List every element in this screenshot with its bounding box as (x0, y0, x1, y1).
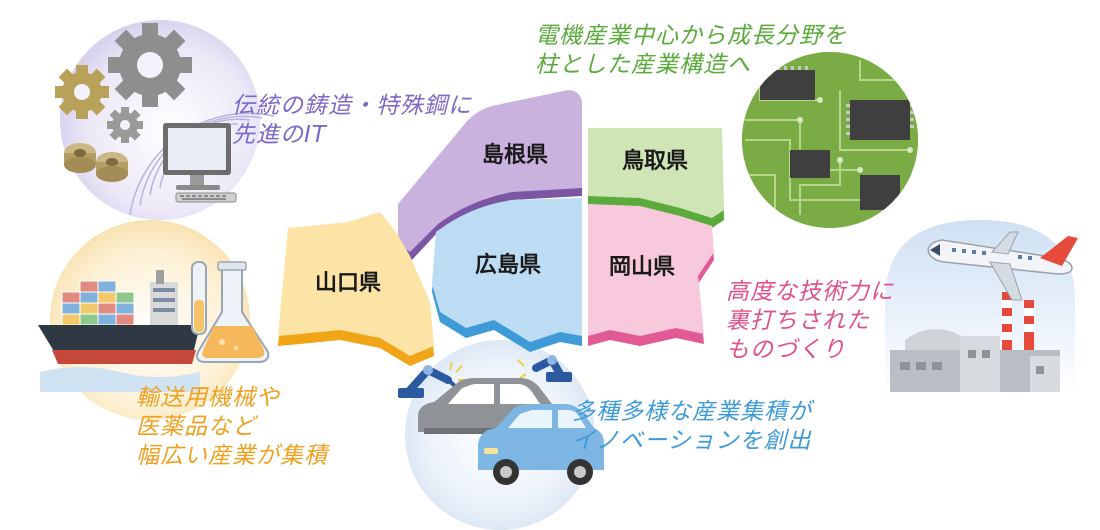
prefecture-okayama[interactable]: 岡山県 (588, 204, 714, 346)
prefecture-map: 島根県 鳥取県 山口県 広島県 岡山県 (278, 90, 724, 366)
caption-line: 輸送用機械や (136, 385, 280, 411)
manufacturing-illustration (885, 220, 1078, 395)
prefecture-tottori[interactable]: 鳥取県 (588, 128, 724, 228)
gear-icon (55, 65, 109, 119)
automotive-illustration (398, 340, 604, 530)
caption-line: 多種多様な産業集積が (572, 399, 812, 425)
prefecture-label-yamaguchi: 山口県 (315, 271, 381, 296)
circuit-board-icon (742, 52, 918, 228)
caption-line: 柱とした産業構造へ (535, 52, 751, 78)
robot-arm-icon (517, 355, 572, 382)
caption-electronics: 電機産業中心から成長分野を 柱とした産業構造へ (535, 22, 847, 80)
metal-parts (64, 143, 128, 182)
caption-auto: 多種多様な産業集積が イノベーションを創出 (572, 398, 812, 456)
caption-line: 高度な技術力に (726, 279, 894, 305)
prefecture-shimane[interactable]: 島根県 (398, 90, 582, 262)
caption-line: 伝統の鋳造・特殊鋼に (232, 93, 472, 119)
airplane-icon (927, 231, 1078, 301)
prefecture-label-tottori: 鳥取県 (622, 148, 688, 174)
caption-transport: 輸送用機械や 医薬品など 幅広い産業が集積 (136, 384, 328, 471)
caption-manufacturing: 高度な技術力に 裏打ちされた ものづくり (726, 278, 894, 365)
caption-line: 先進のIT (232, 122, 327, 148)
prefecture-label-hiroshima: 広島県 (475, 252, 541, 278)
caption-steel-it: 伝統の鋳造・特殊鋼に 先進のIT (232, 92, 472, 150)
robot-arm-icon (398, 361, 466, 398)
water (40, 367, 200, 392)
caption-line: 電機産業中心から成長分野を (535, 23, 847, 49)
caption-line: ものづくり (726, 337, 846, 363)
caption-line: 医薬品など (136, 414, 256, 440)
prefecture-label-okayama: 岡山県 (609, 255, 675, 280)
steel-it-illustration (55, 20, 275, 220)
caption-line: 裏打ちされた (726, 308, 870, 334)
gear-icon (108, 23, 192, 107)
prefecture-label-shimane: 島根県 (482, 142, 548, 168)
caption-line: 幅広い産業が集積 (136, 443, 328, 469)
prefecture-hiroshima[interactable]: 広島県 (432, 198, 582, 352)
transport-medicine-illustration (38, 220, 270, 420)
car-icon (478, 404, 604, 485)
cargo-ship-icon (38, 270, 200, 364)
caption-line: イノベーションを創出 (572, 428, 812, 454)
factory-icon (890, 292, 1060, 392)
prefecture-yamaguchi[interactable]: 山口県 (278, 212, 434, 366)
computer-icon (163, 123, 237, 203)
flask-icon (191, 261, 270, 363)
gear-icon (107, 107, 143, 143)
